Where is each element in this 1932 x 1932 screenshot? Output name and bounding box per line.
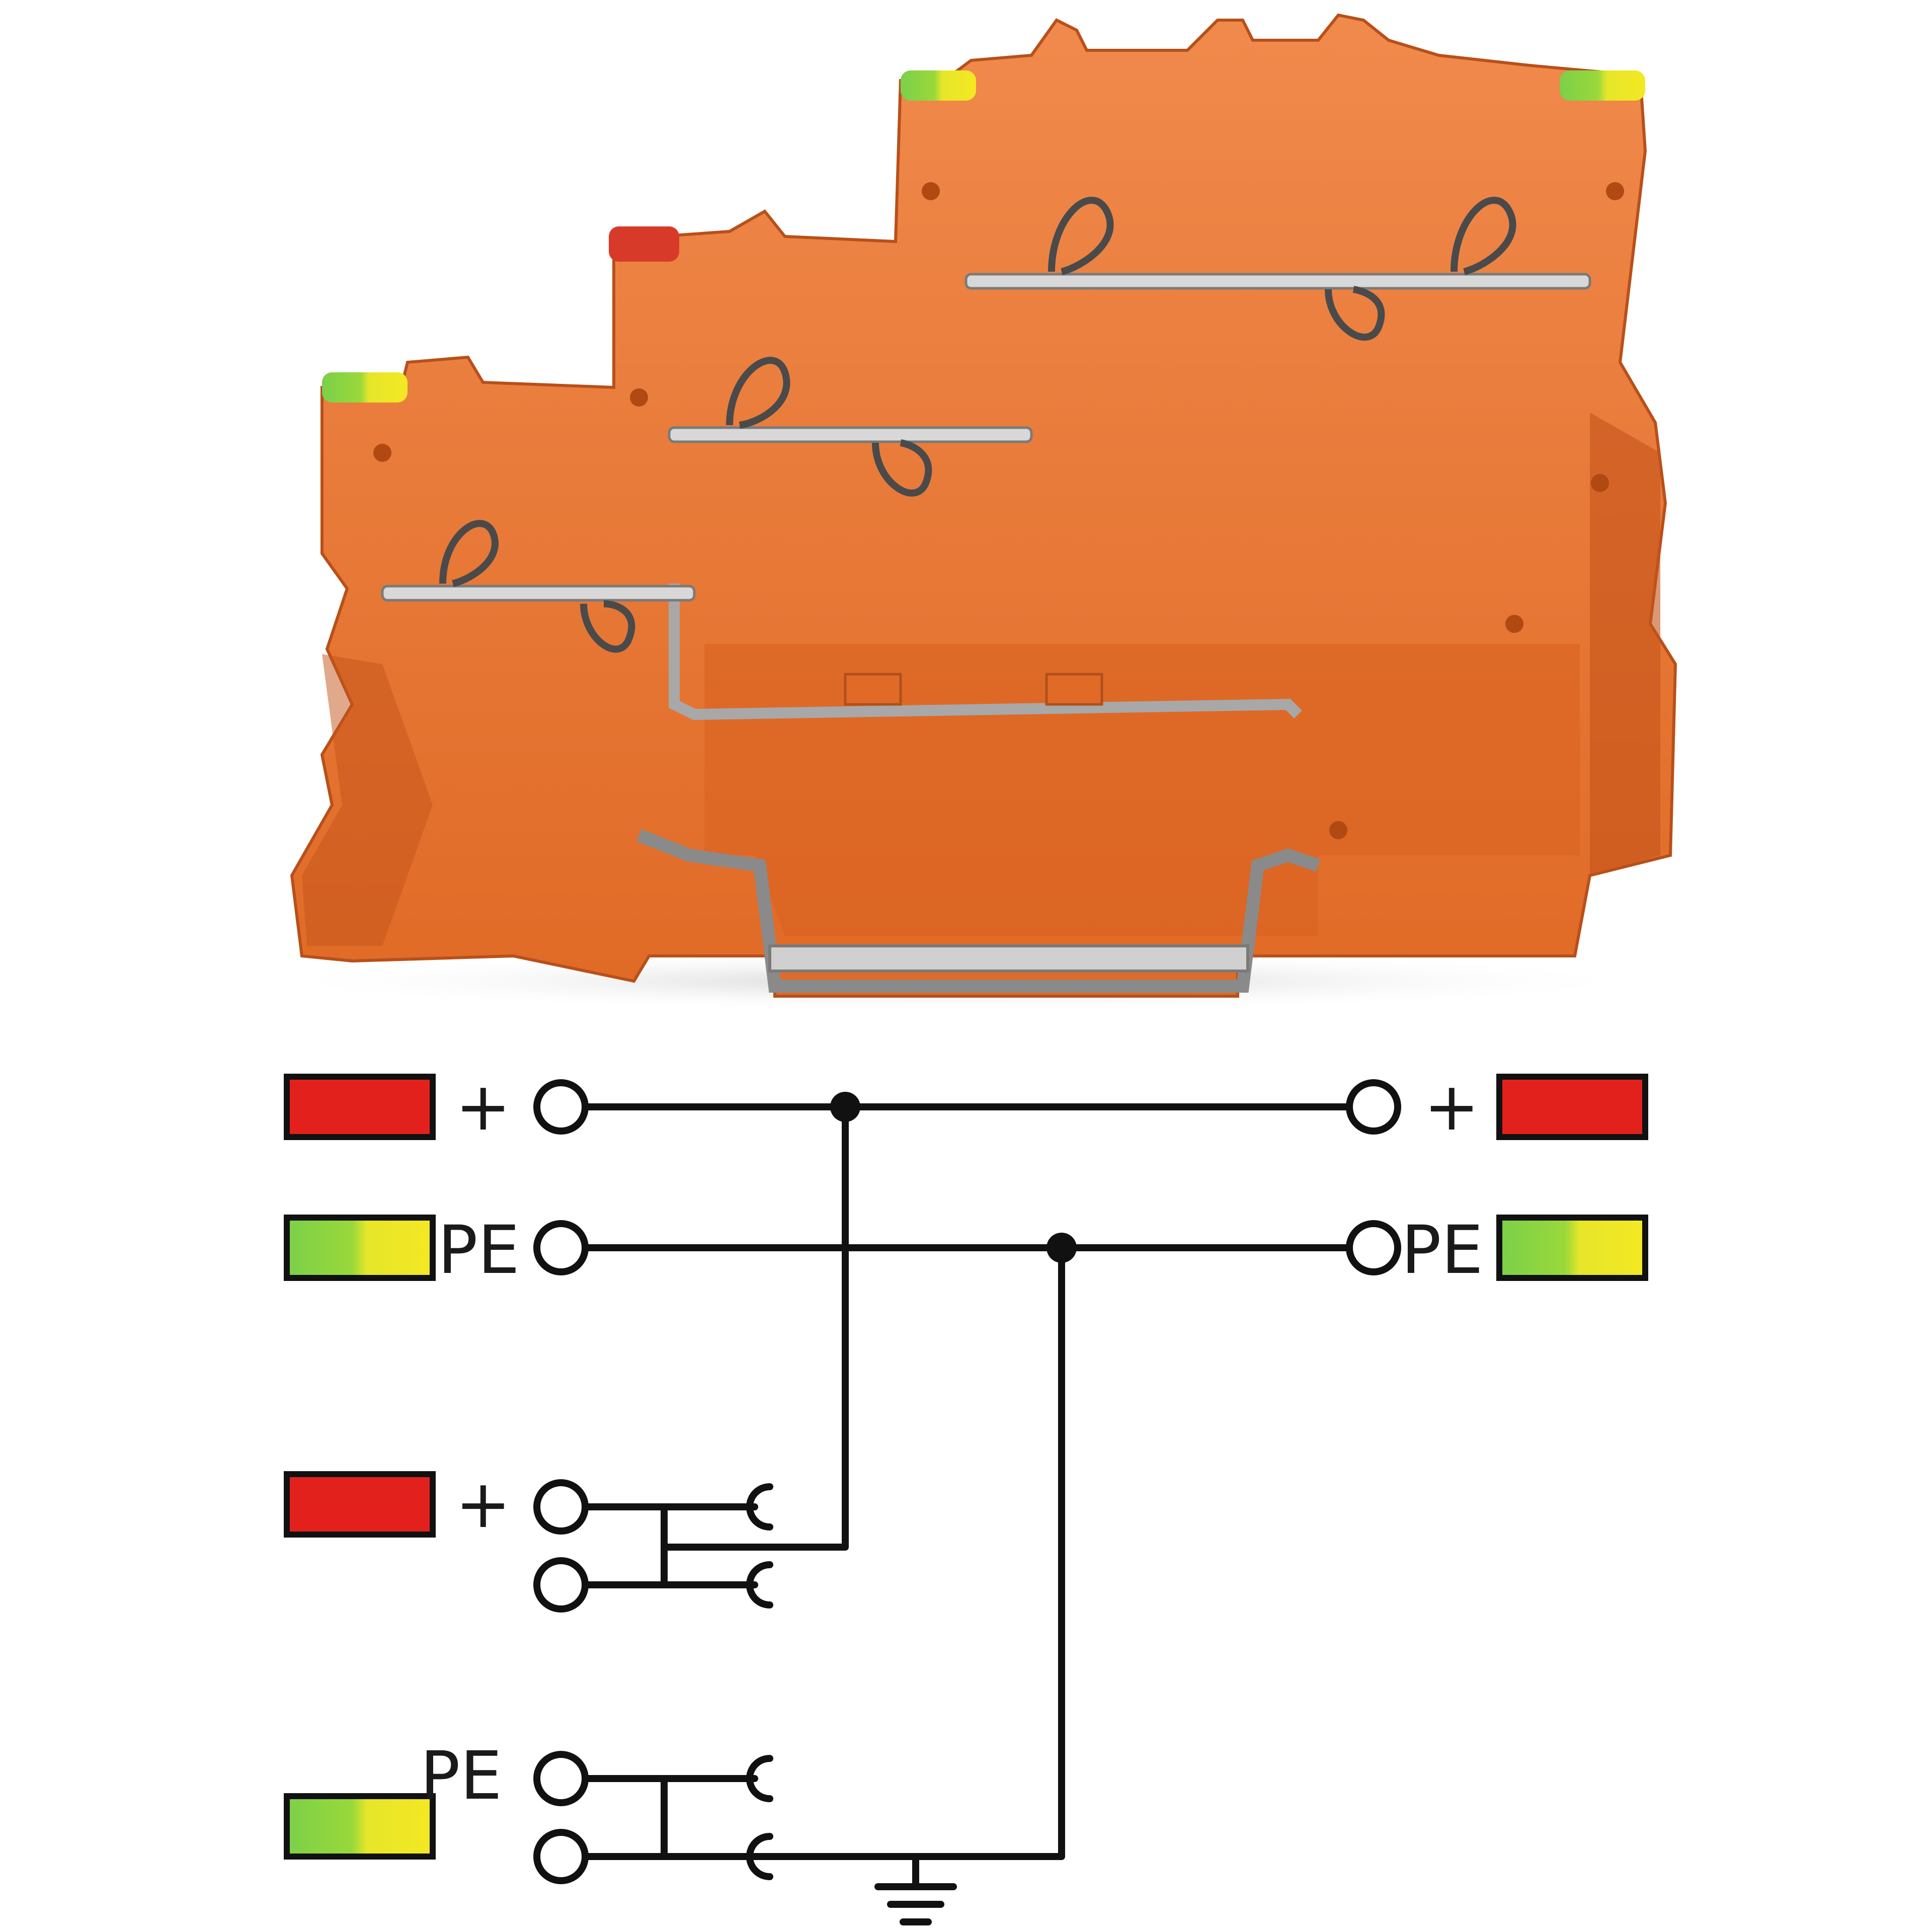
- wire-plus-down: [661, 1103, 849, 1551]
- pe-label-bottom: PE: [420, 1737, 502, 1815]
- pe-top-left: [322, 372, 408, 403]
- junction-plus: [830, 1092, 860, 1122]
- spring-clamp: [439, 520, 499, 587]
- housing-left-foot: [302, 654, 433, 946]
- connector-plus-2: [746, 1561, 773, 1608]
- ground-icon: [874, 1853, 957, 1925]
- swatch-pe-left: [284, 1215, 436, 1281]
- wiring-schematic: + PE + PE + PE: [284, 1068, 1648, 1925]
- pe-group-wires: [583, 1775, 758, 1860]
- housing-hole: [373, 444, 391, 462]
- plus-terminal-group: [533, 1479, 773, 1613]
- spring-clamp: [1325, 286, 1385, 341]
- swatch-pe-right: [1496, 1215, 1648, 1281]
- pe-top-level3-right: [1560, 70, 1645, 101]
- bus-bar-level3: [964, 273, 1591, 290]
- spring-clamps: [439, 197, 1516, 653]
- housing-hole: [1591, 474, 1609, 492]
- terminal-plus-left: [533, 1079, 589, 1135]
- swatch-red-top-right: [1496, 1074, 1648, 1140]
- bus-bar-level1: [381, 585, 696, 602]
- housing-lower-panel: [704, 644, 1580, 936]
- housing-hole: [922, 182, 940, 200]
- swatch-pe-bottom-left: [284, 1793, 436, 1860]
- plus-label-top-left: +: [455, 1068, 511, 1146]
- pe-terminal-group: [533, 1751, 773, 1884]
- terminal-pe-bottom-2: [533, 1829, 589, 1884]
- connector-plus-1: [746, 1483, 773, 1531]
- wire-pe-down: [661, 1244, 1065, 1860]
- pe-label-right: PE: [1401, 1212, 1483, 1289]
- spring-clamp: [580, 600, 635, 653]
- din-rail: [636, 829, 1321, 993]
- bridge-bar-bottom: [669, 584, 1302, 720]
- plus-label-top-right: +: [1424, 1068, 1480, 1146]
- plus-label-mid-left: +: [455, 1466, 511, 1543]
- pe-label-left: PE: [438, 1212, 520, 1289]
- bus-bar-level2: [668, 426, 1033, 443]
- marker-tops: [322, 70, 1645, 403]
- bridge-clip-1: [844, 673, 902, 706]
- housing-hole: [630, 388, 648, 407]
- plus-top-level2: [609, 226, 679, 262]
- junction-pe: [1046, 1233, 1077, 1263]
- terminal-pe-bottom-1: [533, 1751, 589, 1806]
- ground-bars: [874, 1883, 957, 1925]
- spring-clamp: [872, 439, 932, 497]
- bridge-clip-2: [1045, 673, 1103, 706]
- terminal-pe-right: [1346, 1220, 1401, 1275]
- housing-hole: [1606, 182, 1624, 200]
- connector-pe-1: [746, 1755, 773, 1802]
- plus-group-wires: [583, 1503, 758, 1588]
- spring-clamp: [1451, 197, 1516, 275]
- swatch-red-top-left: [284, 1074, 436, 1140]
- housing-hole: [1329, 821, 1347, 839]
- spring-clamp: [1048, 197, 1114, 275]
- swatch-red-mid-left: [284, 1471, 436, 1538]
- terminal-block-photo: [252, 13, 1677, 1011]
- connector-pe-2: [746, 1833, 773, 1880]
- din-rail-base: [768, 944, 1249, 973]
- terminal-plus-right: [1346, 1079, 1401, 1135]
- housing-side-rail: [1590, 413, 1660, 875]
- housing-hole: [1505, 615, 1523, 633]
- terminal-plus-mid-1: [533, 1479, 589, 1535]
- spring-clamp: [726, 357, 790, 429]
- housing-holes: [373, 182, 1624, 839]
- terminal-pe-left: [533, 1220, 589, 1275]
- terminal-plus-mid-2: [533, 1557, 589, 1613]
- pe-top-level3-left: [901, 70, 976, 101]
